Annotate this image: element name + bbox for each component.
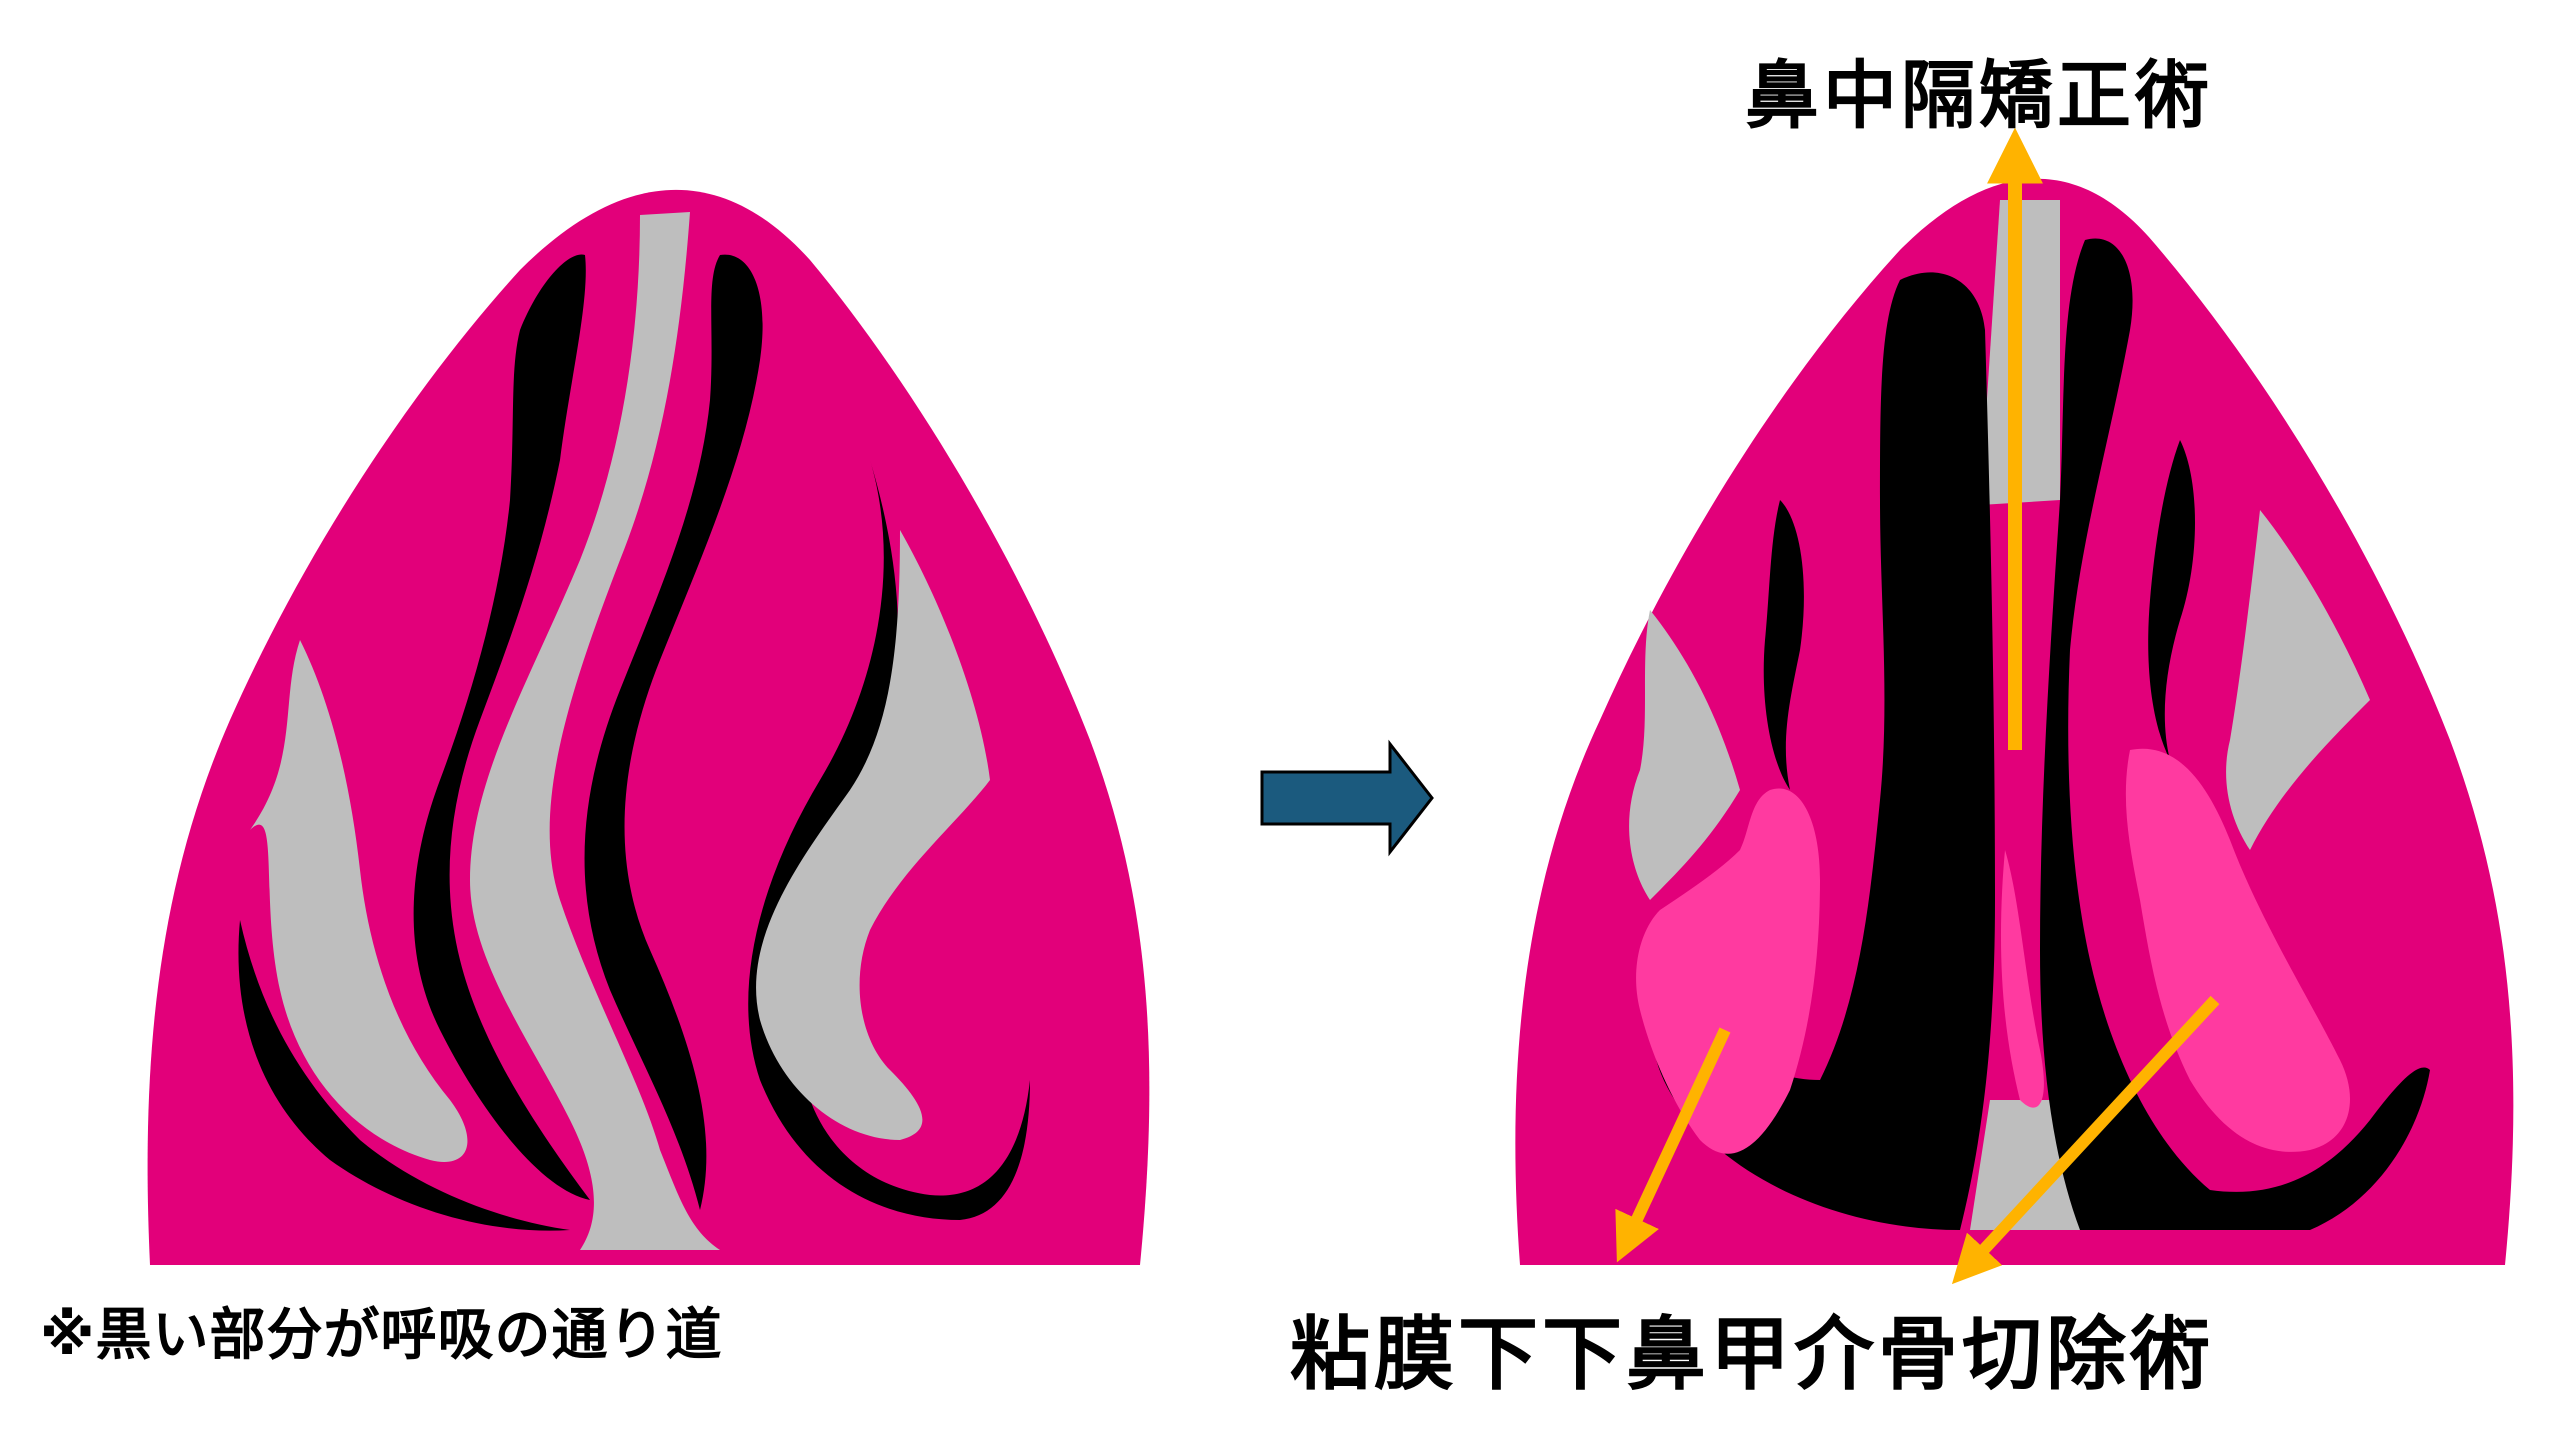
arrow-turbinate-left xyxy=(1615,1027,1731,1263)
bone-after-right xyxy=(2226,510,2370,850)
septum-after-mucosa xyxy=(2000,850,2044,1108)
nose-after xyxy=(1515,127,2514,1285)
turbinate-before-right xyxy=(756,530,990,1140)
airway-before-left-lower xyxy=(238,920,570,1231)
airway-before-right-lower xyxy=(748,460,1030,1220)
airway-before-left-upper xyxy=(413,254,590,1200)
bone-after-left xyxy=(1629,610,1740,900)
airway-after-left-thin xyxy=(1763,500,1804,790)
septum-before xyxy=(470,212,720,1250)
turbinate-before-left xyxy=(250,640,468,1162)
arrow-turbinate-right xyxy=(1951,995,2220,1285)
transition-arrow xyxy=(1260,739,1434,857)
nose-before xyxy=(147,189,1150,1266)
turbinate-after-right xyxy=(2125,748,2350,1152)
airway-before-right-upper xyxy=(584,254,763,1211)
label-septoplasty: 鼻中隔矯正術 xyxy=(1745,53,2213,139)
turbinate-after-left xyxy=(1636,788,1820,1154)
label-turbinectomy: 粘膜下下鼻甲介骨切除術 xyxy=(1290,1308,2214,1401)
nose-before-outline xyxy=(147,189,1150,1266)
airway-after-left xyxy=(1652,272,1995,1230)
airway-after-right xyxy=(2040,238,2430,1230)
airway-after-right-thin xyxy=(2148,440,2195,760)
airway-note: ※黒い部分が呼吸の通り道 xyxy=(40,1303,723,1368)
